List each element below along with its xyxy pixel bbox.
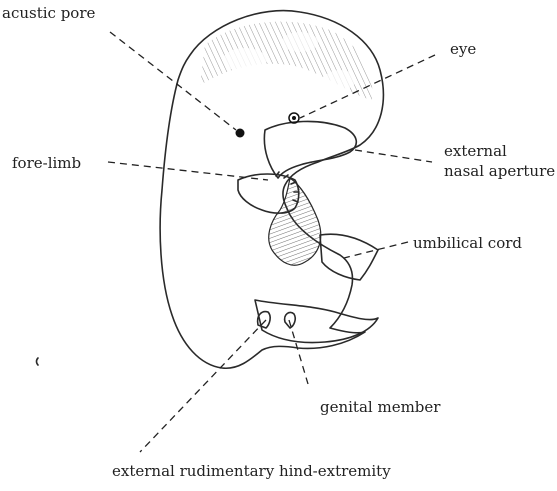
label-eye: eye <box>450 40 476 58</box>
head-highlight <box>223 48 267 72</box>
eye-pupil <box>292 116 296 120</box>
leader-genital-member <box>289 320 308 384</box>
stray-mark <box>37 358 39 365</box>
acustic-pore-mark <box>236 129 245 138</box>
head-highlight <box>324 70 356 90</box>
label-external-nasal-line2: nasal aperture <box>444 162 555 180</box>
head-highlight <box>282 32 318 52</box>
label-acustic-pore: acustic pore <box>2 4 95 22</box>
label-fore-limb: fore-limb <box>12 154 81 172</box>
label-external-nasal-line1: external <box>444 142 507 160</box>
leader-fore-limb <box>108 162 268 180</box>
embryo-body <box>37 11 384 369</box>
leader-external-nasal-aperture <box>355 150 432 162</box>
leader-hind-extremity <box>140 320 266 452</box>
label-hind-extremity: external rudimentary hind-extremity <box>112 462 391 480</box>
label-genital-member: genital member <box>320 398 441 416</box>
label-umbilical-cord: umbilical cord <box>413 234 522 252</box>
